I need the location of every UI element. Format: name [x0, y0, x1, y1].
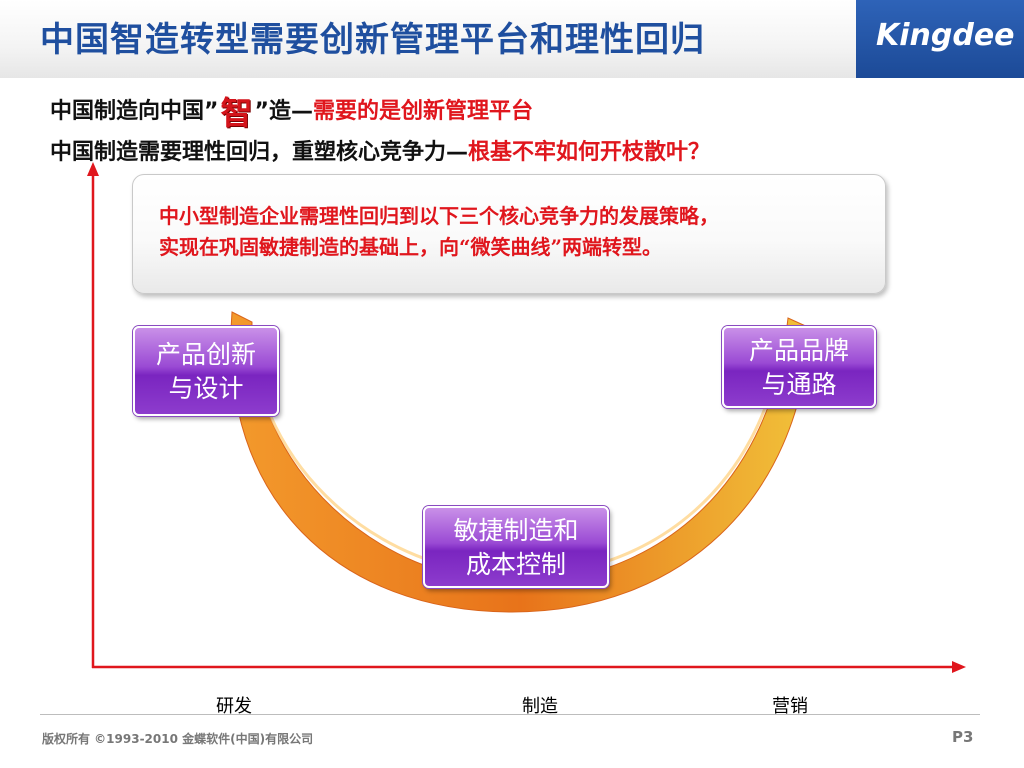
callout-text: 中小型制造企业需理性回归到以下三个核心竞争力的发展策略， 实现在巩固敏捷制造的基… — [159, 201, 869, 263]
headline-1: 中国制造向中国”智”造—需要的是创新管理平台 — [50, 88, 533, 134]
box-right-line-2: 与通路 — [761, 370, 837, 399]
headline-1-emphasis: 需要的是创新管理平台 — [312, 99, 533, 124]
headline-1-mid: ”造— — [254, 99, 313, 124]
header-bar: 中国智造转型需要创新管理平台和理性回归 Kingdee — [0, 0, 1024, 78]
axis-label-rnd: 研发 — [216, 696, 252, 717]
box-brand-channel: 产品品牌 与通路 — [722, 326, 876, 408]
callout-box: 中小型制造企业需理性回归到以下三个核心竞争力的发展策略， 实现在巩固敏捷制造的基… — [132, 174, 886, 294]
box-left-line-2: 与设计 — [168, 374, 244, 403]
box-middle-line-2: 成本控制 — [465, 550, 566, 579]
axis-label-manufacturing: 制造 — [522, 696, 558, 717]
page-number: P3 — [952, 728, 974, 746]
headline-2-prefix: 中国制造需要理性回归，重塑核心竞争力— — [50, 140, 469, 165]
box-product-innovation: 产品创新 与设计 — [133, 326, 279, 416]
callout-line-1: 中小型制造企业需理性回归到以下三个核心竞争力的发展策略， — [159, 204, 719, 228]
box-right-line-1: 产品品牌 — [748, 336, 849, 365]
y-axis-arrow — [87, 162, 99, 176]
box-left-line-1: 产品创新 — [155, 340, 256, 369]
footer-copyright: 版权所有 ©1993-2010 金蝶软件(中国)有限公司 — [42, 732, 314, 746]
x-axis-arrow — [952, 661, 966, 673]
box-agile-manufacturing: 敏捷制造和 成本控制 — [423, 506, 609, 588]
callout-line-2: 实现在巩固敏捷制造的基础上，向“微笑曲线”两端转型。 — [159, 235, 663, 259]
page-title: 中国智造转型需要创新管理平台和理性回归 — [40, 20, 705, 60]
headline-1-prefix: 中国制造向中国” — [50, 99, 219, 124]
kingdee-logo: Kingdee — [856, 0, 1024, 78]
axis-label-marketing: 营销 — [772, 696, 808, 717]
logo-text: Kingdee — [876, 18, 1015, 53]
headline-2-emphasis: 根基不牢如何开枝散叶？ — [468, 140, 711, 165]
footer-divider — [40, 714, 980, 715]
zhi-character: 智 — [220, 94, 253, 132]
headline-2: 中国制造需要理性回归，重塑核心竞争力—根基不牢如何开枝散叶？ — [50, 134, 710, 166]
box-middle-line-1: 敏捷制造和 — [453, 516, 579, 545]
